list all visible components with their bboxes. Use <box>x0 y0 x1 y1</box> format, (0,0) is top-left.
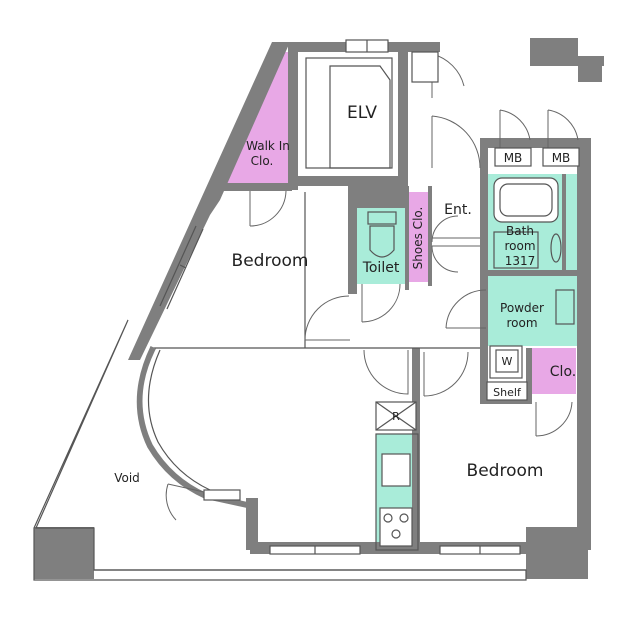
label-walk-in-1: Walk In <box>246 139 290 153</box>
bathtub <box>493 177 559 223</box>
door-corridor-right <box>423 351 469 397</box>
wall-bottom-left-block <box>34 527 94 579</box>
burner-2 <box>399 513 409 523</box>
door-mb1 <box>499 109 531 148</box>
kitchen-stove <box>379 507 413 547</box>
label-void: Void <box>114 471 140 485</box>
wall-closet-frame <box>526 348 532 400</box>
toilet-fill <box>357 208 405 284</box>
door-toilet <box>361 283 401 323</box>
window-elv-top <box>345 39 389 53</box>
label-shoes-clo: Shoes Clo. <box>411 207 425 270</box>
wall-bath-right-strip <box>562 174 566 270</box>
wall-toilet-block <box>348 186 408 208</box>
curved-wall-inner <box>147 349 211 491</box>
door-corridor-left <box>363 349 409 395</box>
mb-box-1 <box>494 147 532 167</box>
label-bath-2: room <box>504 239 535 253</box>
door-right-bedroom <box>535 401 573 437</box>
outer-wall-right <box>577 138 591 550</box>
label-clo: Clo. <box>550 364 576 380</box>
label-toilet: Toilet <box>362 260 400 276</box>
wall-bottom-right-block <box>526 527 588 579</box>
door-mb2 <box>547 109 579 148</box>
label-shelf: Shelf <box>493 386 522 399</box>
bathtub-inner <box>499 183 553 217</box>
label-powder-2: room <box>506 316 537 330</box>
wall-right-bedroom-top <box>480 398 532 404</box>
wall-toilet-right <box>405 186 409 290</box>
closet-fill <box>532 348 576 394</box>
fridge-x2 <box>375 401 417 431</box>
burner-3 <box>391 529 401 539</box>
door-entrance <box>431 115 481 169</box>
wall-walk-in-bottom <box>220 183 292 191</box>
window-bottom-bedroom <box>439 545 521 555</box>
door-shoes-2 <box>431 245 459 273</box>
storage-top <box>411 51 439 83</box>
door-walk-in <box>249 190 287 227</box>
wall-bath-powder-divider <box>487 270 577 276</box>
label-mb2: MB <box>552 151 571 165</box>
label-powder-1: Powder <box>500 301 544 315</box>
wall-toilet-left <box>348 186 357 294</box>
label-bath-1: Bath <box>506 224 534 238</box>
burner-1 <box>383 513 393 523</box>
kitchen-counter <box>375 433 419 551</box>
wall-corridor-right <box>412 348 420 548</box>
outer-wall-top-right <box>408 42 440 52</box>
curved-wall <box>136 345 256 510</box>
shoes-closet-fill <box>408 192 428 282</box>
door-void <box>165 483 205 521</box>
corner-block-top-right-3 <box>578 56 604 66</box>
label-walk-in-2: Clo. <box>251 154 274 168</box>
label-ent: Ent. <box>444 202 472 218</box>
toilet-tank <box>367 211 397 225</box>
void-outline <box>33 319 527 581</box>
powder-sink <box>555 289 575 325</box>
wall-curve-bottom <box>246 498 258 550</box>
label-washer: W <box>502 355 513 368</box>
label-mb1: MB <box>504 151 523 165</box>
mb-box-2 <box>542 147 580 167</box>
washer-inner <box>495 349 519 373</box>
window-bottom-kitchen <box>269 545 361 555</box>
elevator-car <box>329 65 391 169</box>
label-bedroom-left: Bedroom <box>232 251 309 271</box>
kitchen-sink <box>381 453 411 487</box>
elv-wall-right <box>398 52 408 184</box>
powder-room-fill <box>487 276 577 346</box>
corner-block-top-right <box>530 38 578 66</box>
label-fridge: R <box>392 410 400 423</box>
toilet-bowl <box>369 225 395 258</box>
label-elv: ELV <box>347 103 377 123</box>
outer-wall-left-diagonal <box>128 42 290 360</box>
bath-floor <box>493 231 539 269</box>
label-bedroom-right: Bedroom <box>467 461 544 481</box>
door-bedroom-left <box>304 295 350 341</box>
wall-top-wet <box>480 138 591 148</box>
window-curve <box>203 489 241 501</box>
wall-shoes-right <box>428 186 432 286</box>
shelf-box <box>486 381 528 401</box>
wall-elv-bottom <box>298 176 408 186</box>
wall-wet-left <box>480 138 488 400</box>
window-left-diagonal <box>159 225 204 310</box>
bath-tap <box>550 233 562 263</box>
wall-walk-in-right <box>288 52 298 190</box>
door-powder <box>445 289 487 329</box>
label-bath-3: 1317 <box>505 254 536 268</box>
